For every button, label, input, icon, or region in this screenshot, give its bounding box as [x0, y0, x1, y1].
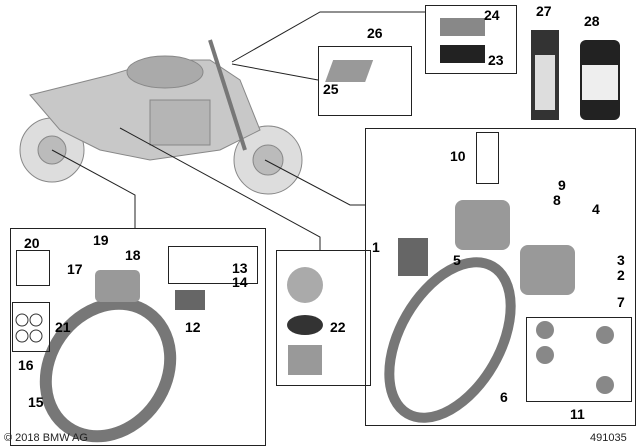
kit-20-frame [16, 250, 50, 286]
kit-10-frame [476, 132, 499, 184]
front-brake-disc-image [384, 257, 516, 423]
kit-23-frame [425, 5, 517, 74]
caliper-image [95, 270, 140, 302]
kit-21-frame [12, 302, 50, 352]
rear-brake-group-frame [10, 228, 266, 446]
brake-pad-image [175, 290, 205, 310]
caliper-image [520, 245, 575, 295]
label-1: 1 [372, 239, 380, 255]
label-4: 4 [592, 201, 600, 217]
label-15: 15 [28, 394, 44, 410]
label-6: 6 [500, 389, 508, 405]
front-brake-group-frame [365, 128, 636, 426]
label-11: 11 [570, 406, 585, 422]
label-20: 20 [24, 235, 40, 251]
label-3: 3 [617, 252, 625, 268]
label-23: 23 [488, 52, 504, 68]
kit-25-frame [318, 46, 412, 116]
kit-11-frame [526, 317, 632, 402]
reservoir-cap-image [287, 267, 323, 303]
label-27: 27 [536, 3, 552, 19]
caliper-image [455, 200, 510, 250]
rear-brake-disc-image [39, 297, 177, 443]
copyright: © 2018 BMW AG [4, 432, 88, 444]
label-9: 9 [558, 177, 566, 193]
label-17: 17 [67, 261, 83, 277]
label-24: 24 [484, 7, 500, 23]
label-28: 28 [584, 13, 600, 29]
diagram-number: 491035 [590, 432, 627, 444]
label-18: 18 [125, 247, 141, 263]
label-14: 14 [232, 274, 248, 290]
label-7: 7 [617, 294, 625, 310]
label-10: 10 [450, 148, 466, 164]
label-25: 25 [323, 81, 339, 97]
motorcycle-image [19, 39, 303, 195]
label-12: 12 [185, 319, 201, 335]
label-21: 21 [55, 319, 71, 335]
label-22: 22 [330, 319, 346, 335]
label-5: 5 [453, 252, 461, 268]
label-13: 13 [232, 260, 248, 276]
kit-13-frame [168, 246, 258, 284]
label-26: 26 [367, 25, 383, 41]
label-8: 8 [553, 192, 561, 208]
brake-pad-image [398, 238, 428, 276]
reservoir-group-frame [276, 250, 371, 386]
label-19: 19 [93, 232, 109, 248]
label-16: 16 [18, 357, 34, 373]
label-2: 2 [617, 267, 625, 283]
